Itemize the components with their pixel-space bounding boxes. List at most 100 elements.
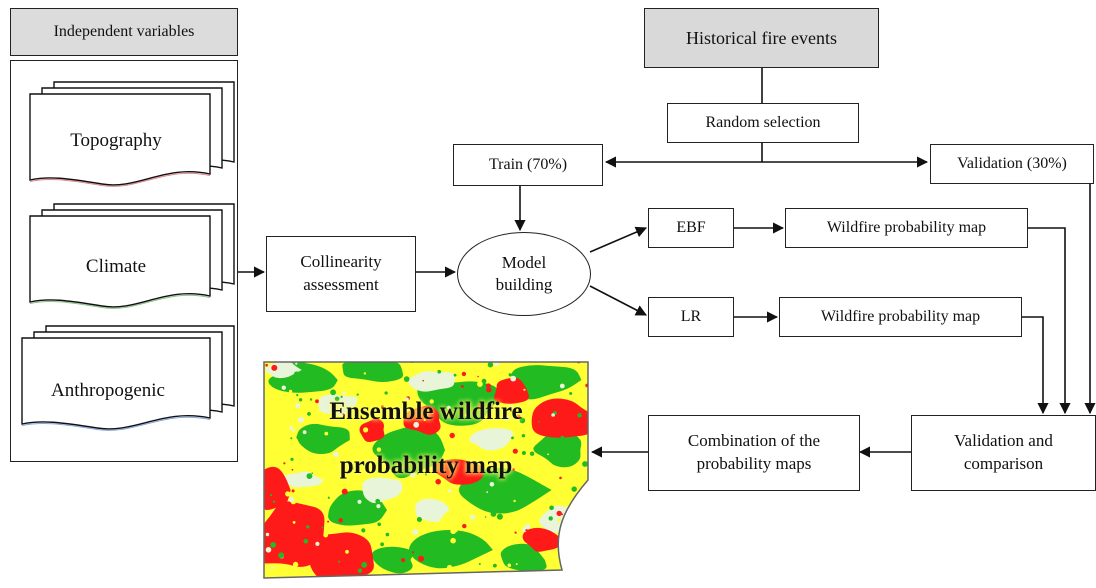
map-speckle bbox=[513, 504, 518, 510]
connector-model-ebf bbox=[589, 226, 648, 253]
ebf-wildfire-probability-map-box: Wildfire probability map bbox=[785, 208, 1028, 248]
map-speckle bbox=[551, 413, 555, 417]
map-border bbox=[263, 361, 589, 579]
map-speckle bbox=[295, 362, 298, 365]
map-pale-patch bbox=[318, 394, 358, 417]
map-speckle bbox=[324, 421, 327, 424]
map-speckle bbox=[565, 569, 572, 576]
train-box: Train (70%) bbox=[453, 144, 603, 186]
map-speckle bbox=[269, 468, 274, 473]
map-speckle bbox=[423, 418, 426, 422]
map-speckle bbox=[510, 375, 517, 382]
map-speckle bbox=[447, 400, 450, 402]
map-speckle bbox=[519, 417, 526, 424]
map-speckle bbox=[424, 473, 428, 476]
document-sheet bbox=[29, 93, 211, 186]
map-speckle bbox=[509, 404, 513, 408]
map-green-patch bbox=[372, 424, 445, 479]
map-speckle bbox=[435, 478, 441, 485]
map-speckle bbox=[504, 550, 509, 556]
connector-lr-map-validation bbox=[1022, 316, 1049, 415]
map-speckle bbox=[315, 541, 320, 546]
map-speckle bbox=[401, 558, 406, 563]
map-speckle bbox=[470, 514, 475, 520]
map-speckle bbox=[346, 370, 352, 376]
map-speckle bbox=[270, 494, 273, 497]
lr-wildfire-probability-map-box: Wildfire probability map bbox=[779, 297, 1022, 337]
map-speckle bbox=[585, 383, 588, 388]
map-speckle bbox=[422, 379, 424, 382]
map-speckle bbox=[461, 385, 464, 388]
map-pale-patch bbox=[469, 428, 514, 451]
map-speckle bbox=[521, 434, 526, 438]
map-speckle bbox=[385, 532, 390, 537]
map-speckle bbox=[561, 513, 564, 516]
map-speckle bbox=[289, 389, 293, 393]
map-speckle bbox=[462, 523, 467, 529]
map-speckle bbox=[379, 377, 384, 381]
map-speckle bbox=[535, 422, 540, 428]
map-speckle bbox=[412, 529, 419, 535]
map-speckle bbox=[437, 369, 441, 374]
topography-document-stack bbox=[29, 81, 235, 187]
map-speckle bbox=[302, 430, 307, 435]
map-speckle bbox=[403, 376, 410, 382]
map-speckle bbox=[556, 510, 562, 517]
map-speckle bbox=[448, 562, 450, 564]
map-speckle bbox=[464, 413, 468, 417]
map-speckle bbox=[439, 466, 442, 470]
lr-box: LR bbox=[648, 297, 734, 337]
map-speckle bbox=[416, 517, 422, 522]
map-speckle bbox=[529, 451, 535, 456]
map-speckle bbox=[419, 427, 422, 430]
map-speckle bbox=[361, 528, 366, 533]
map-speckle bbox=[306, 525, 310, 529]
map-speckle bbox=[293, 450, 297, 454]
map-speckle bbox=[330, 389, 336, 396]
map-speckle bbox=[290, 437, 293, 440]
map-speckle bbox=[563, 478, 568, 483]
map-speckle bbox=[433, 473, 437, 476]
map-speckle bbox=[450, 537, 456, 544]
map-speckle bbox=[271, 364, 278, 371]
map-speckle bbox=[294, 371, 300, 377]
map-speckle bbox=[536, 379, 539, 382]
map-speckle bbox=[298, 398, 303, 402]
map-speckle bbox=[429, 399, 434, 404]
map-speckle bbox=[481, 378, 487, 384]
map-speckle bbox=[448, 489, 452, 493]
map-speckle bbox=[516, 414, 521, 419]
map-speckle bbox=[375, 498, 381, 504]
map-speckle bbox=[323, 532, 329, 538]
map-speckle bbox=[569, 392, 573, 395]
map-speckle bbox=[513, 499, 516, 503]
map-speckle bbox=[525, 529, 528, 532]
validation-and-comparison-box: Validation and comparison bbox=[911, 415, 1096, 491]
map-speckle bbox=[547, 453, 549, 456]
map-pale-patch bbox=[408, 371, 455, 392]
map-speckle bbox=[291, 468, 294, 471]
document-sheet bbox=[21, 337, 211, 430]
combination-of-probability-maps-box: Combination of the probability maps bbox=[648, 415, 860, 491]
map-speckle bbox=[512, 468, 515, 471]
map-speckle bbox=[309, 432, 312, 435]
map-speckle bbox=[422, 476, 427, 481]
map-speckle bbox=[514, 531, 517, 534]
map-speckle bbox=[412, 551, 414, 554]
document-edge-tint bbox=[29, 294, 211, 309]
map-speckle bbox=[502, 575, 505, 578]
map-speckle bbox=[381, 405, 384, 408]
map-speckle bbox=[461, 371, 467, 377]
map-speckle bbox=[571, 486, 577, 492]
map-speckle bbox=[478, 403, 484, 410]
map-speckle bbox=[417, 439, 422, 445]
map-speckle bbox=[490, 511, 497, 517]
map-speckle bbox=[283, 462, 286, 465]
map-speckle bbox=[410, 471, 416, 478]
map-speckle bbox=[297, 425, 300, 428]
map-speckle bbox=[345, 549, 349, 554]
map-red-patch bbox=[432, 459, 484, 485]
validation-30-box: Validation (30%) bbox=[930, 144, 1094, 184]
map-green-patch bbox=[371, 546, 414, 574]
